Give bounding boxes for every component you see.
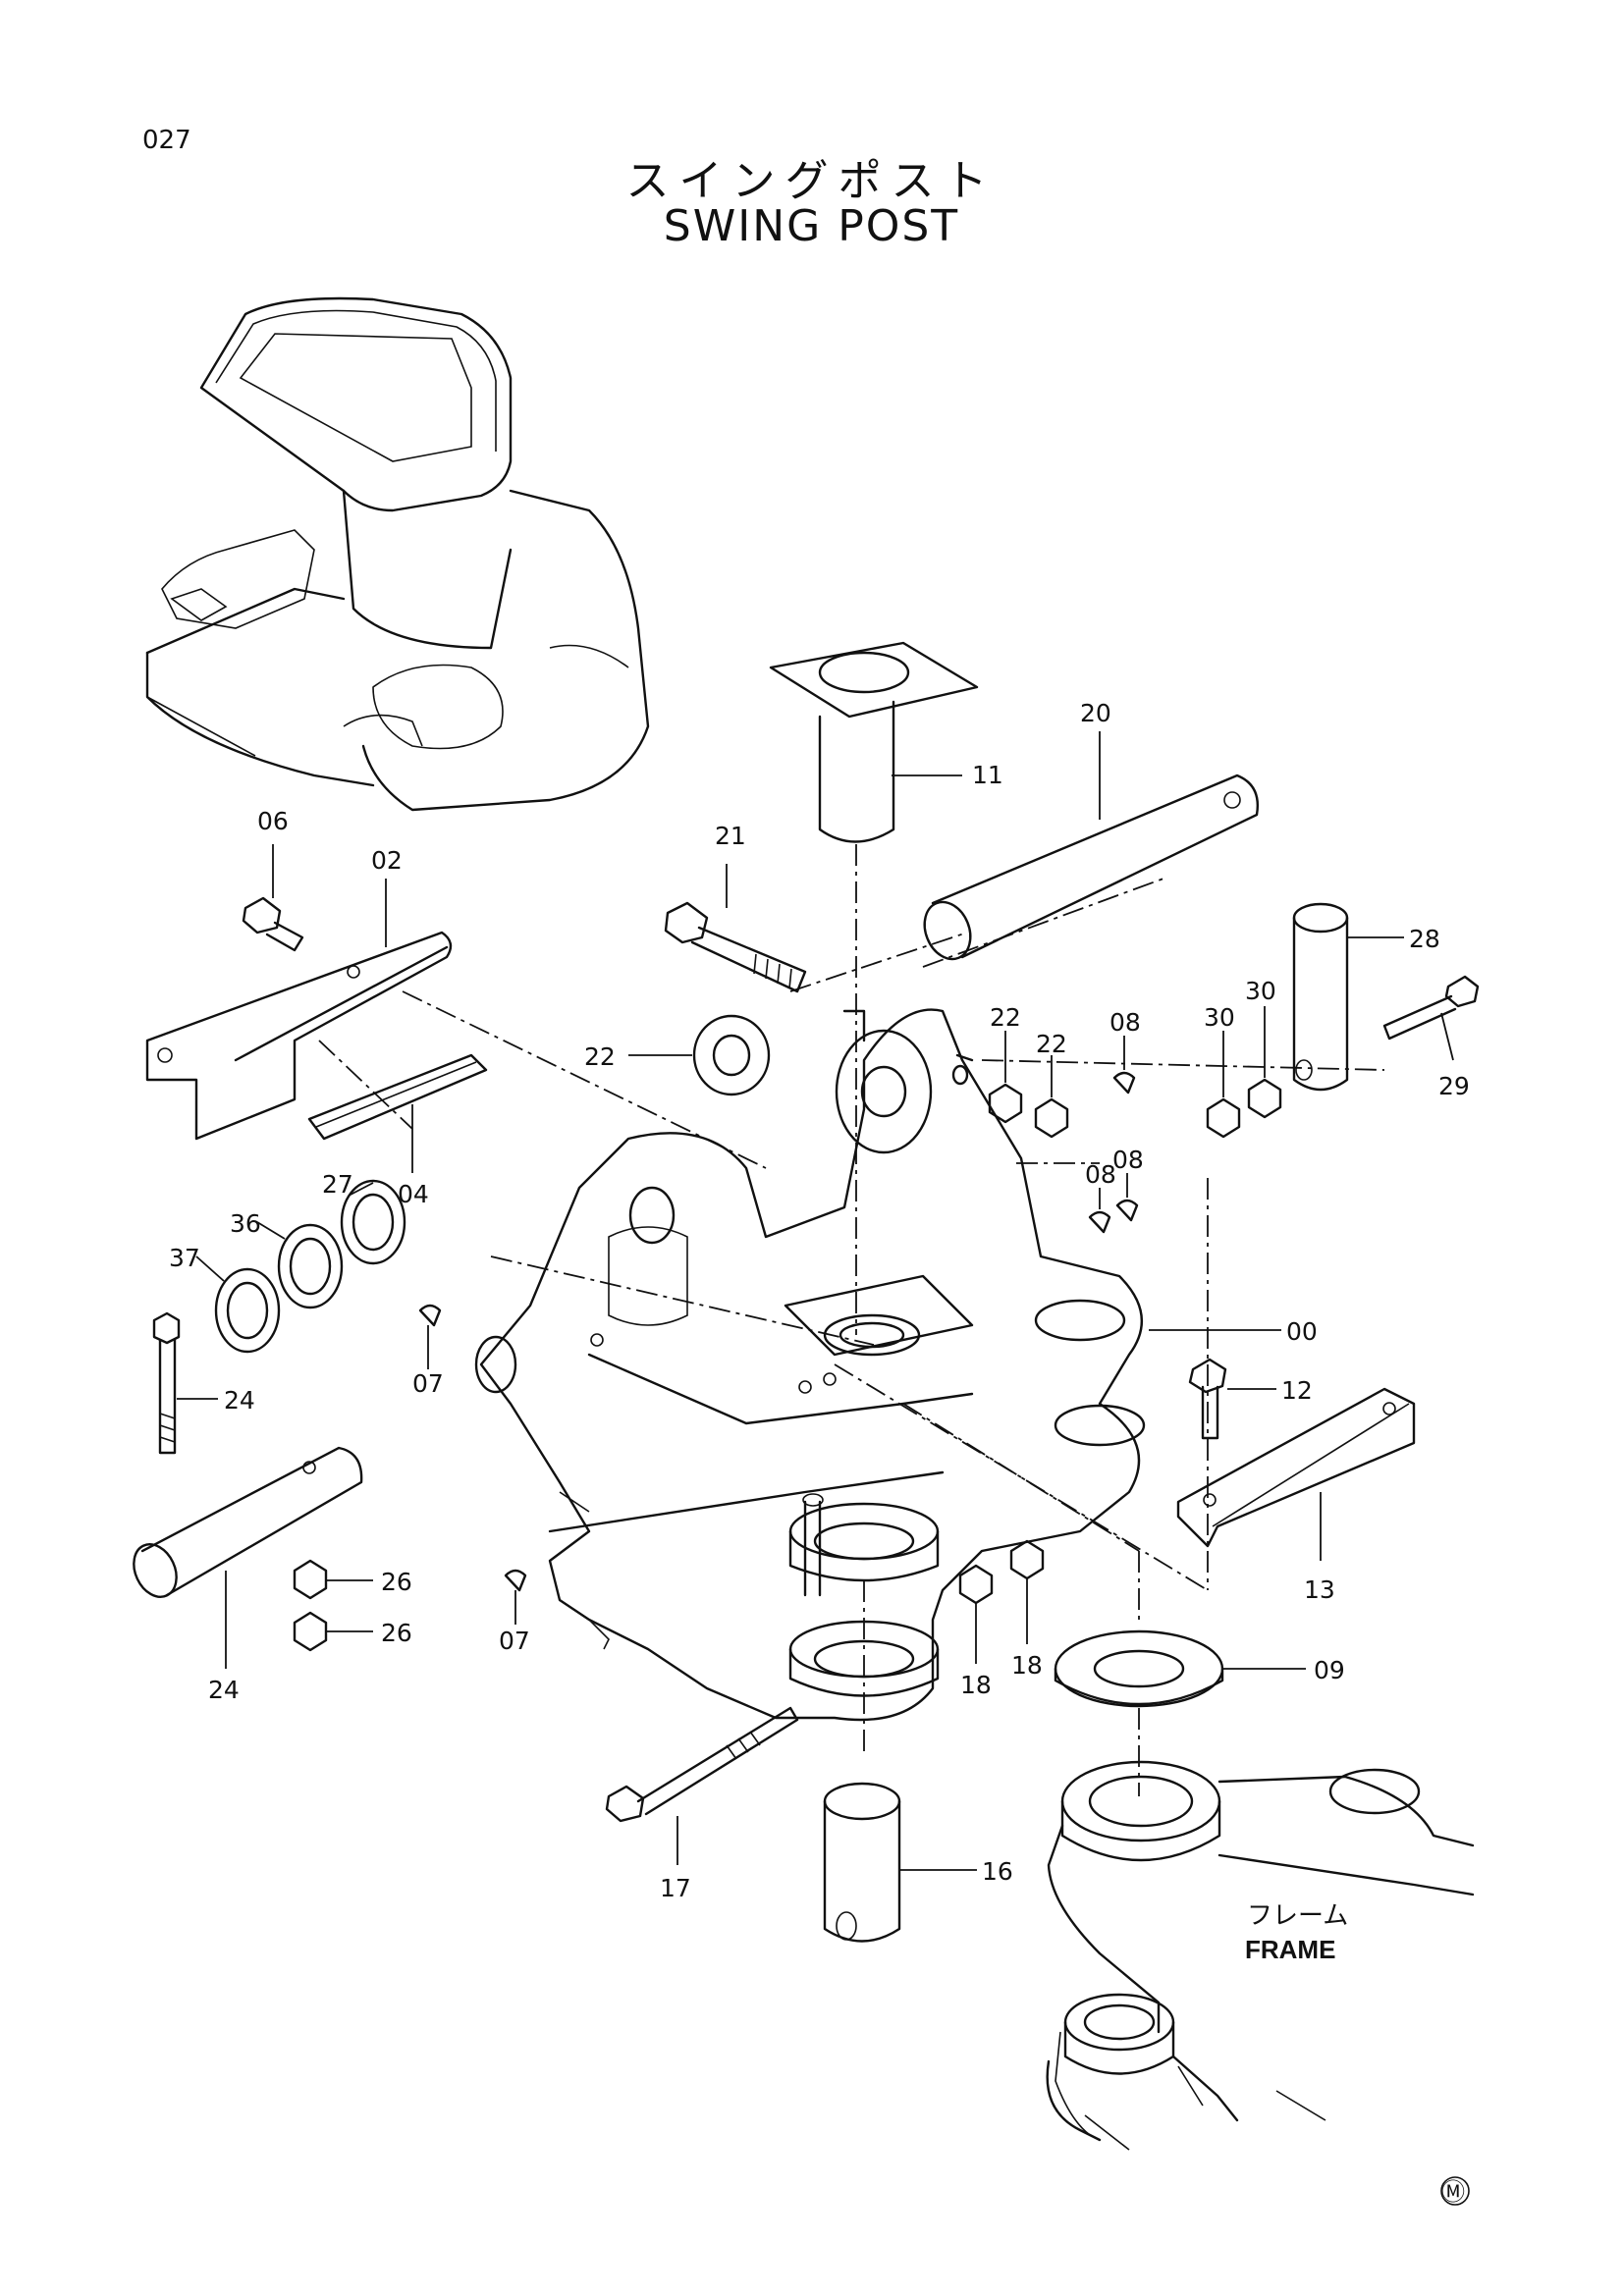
frame-label-english: FRAME bbox=[1245, 1935, 1335, 1964]
callout-22-b: 22 bbox=[1036, 1030, 1067, 1058]
callout-06: 06 bbox=[257, 807, 289, 835]
callout-16: 16 bbox=[982, 1857, 1013, 1886]
part-06-bolt bbox=[242, 896, 304, 952]
callout-13: 13 bbox=[1304, 1575, 1335, 1604]
callout-26-b: 26 bbox=[381, 1619, 412, 1647]
callout-20: 20 bbox=[1080, 699, 1111, 727]
part-12-bolt bbox=[1188, 1358, 1227, 1440]
frame-label-japanese: フレーム bbox=[1247, 1901, 1348, 1931]
part-25-bolt bbox=[152, 1311, 181, 1455]
part-00-swing-post bbox=[474, 1008, 1146, 1722]
mark-symbol: Ⓜ bbox=[1441, 2178, 1465, 2206]
frame-illustration bbox=[1046, 1760, 1475, 2151]
part-13-bracket bbox=[1176, 1387, 1416, 1548]
page-number: 027 bbox=[142, 126, 191, 155]
callout-25: 24 bbox=[224, 1386, 255, 1415]
part-17-bolt bbox=[605, 1706, 799, 1823]
callout-22-a: 22 bbox=[990, 1003, 1021, 1032]
nuts-and-clips bbox=[293, 1071, 1282, 1652]
callout-36: 36 bbox=[230, 1209, 261, 1238]
part-02-plate bbox=[145, 931, 453, 1141]
washers bbox=[214, 1014, 771, 1354]
leader-lines bbox=[177, 731, 1454, 1871]
callout-08-b: 08 bbox=[1085, 1160, 1116, 1189]
part-16-lower-pin bbox=[823, 1782, 901, 1943]
assembly-lines bbox=[318, 844, 1385, 1796]
callout-21: 21 bbox=[715, 822, 746, 850]
part-24-pin bbox=[133, 1446, 363, 1598]
callout-11: 11 bbox=[972, 761, 1003, 789]
part-09-thrust-washer bbox=[1054, 1629, 1224, 1708]
callout-00: 00 bbox=[1286, 1317, 1318, 1346]
callout-labels: 11 20 21 06 02 22 22 22 08 08 08 30 30 2… bbox=[169, 699, 1470, 1902]
callout-02: 02 bbox=[371, 846, 403, 875]
callout-37: 37 bbox=[169, 1244, 200, 1272]
callout-29: 29 bbox=[1438, 1072, 1470, 1100]
part-20-long-pin bbox=[923, 774, 1259, 961]
part-21-bolt bbox=[664, 901, 807, 993]
callout-30-b: 30 bbox=[1245, 977, 1276, 1005]
part-04-key bbox=[307, 1053, 488, 1141]
title-english: SWING POST bbox=[663, 201, 960, 251]
part-29-bolt bbox=[1382, 975, 1480, 1041]
callout-17: 17 bbox=[660, 1874, 691, 1902]
callout-18-a: 18 bbox=[960, 1671, 992, 1699]
callout-18-b: 18 bbox=[1011, 1651, 1043, 1680]
part-11-upper-pin bbox=[769, 641, 979, 843]
callout-24: 24 bbox=[208, 1676, 240, 1704]
callout-07-b: 07 bbox=[499, 1627, 530, 1655]
part-28-sleeve bbox=[1292, 902, 1349, 1092]
callout-30-a: 30 bbox=[1204, 1003, 1235, 1032]
callout-07-a: 07 bbox=[412, 1369, 444, 1398]
machine-overview-illustration bbox=[145, 296, 650, 812]
callout-08-c: 08 bbox=[1112, 1146, 1144, 1174]
callout-09: 09 bbox=[1314, 1656, 1345, 1684]
callout-28: 28 bbox=[1409, 925, 1440, 953]
callout-08-a: 08 bbox=[1109, 1008, 1141, 1037]
callout-27: 27 bbox=[322, 1170, 353, 1199]
callout-04: 04 bbox=[398, 1180, 429, 1208]
callout-12: 12 bbox=[1281, 1376, 1313, 1405]
mark-circle bbox=[1440, 2176, 1470, 2206]
callout-23: 22 bbox=[584, 1042, 616, 1071]
title-japanese: スイングポスト bbox=[625, 156, 998, 206]
callout-26-a: 26 bbox=[381, 1568, 412, 1596]
